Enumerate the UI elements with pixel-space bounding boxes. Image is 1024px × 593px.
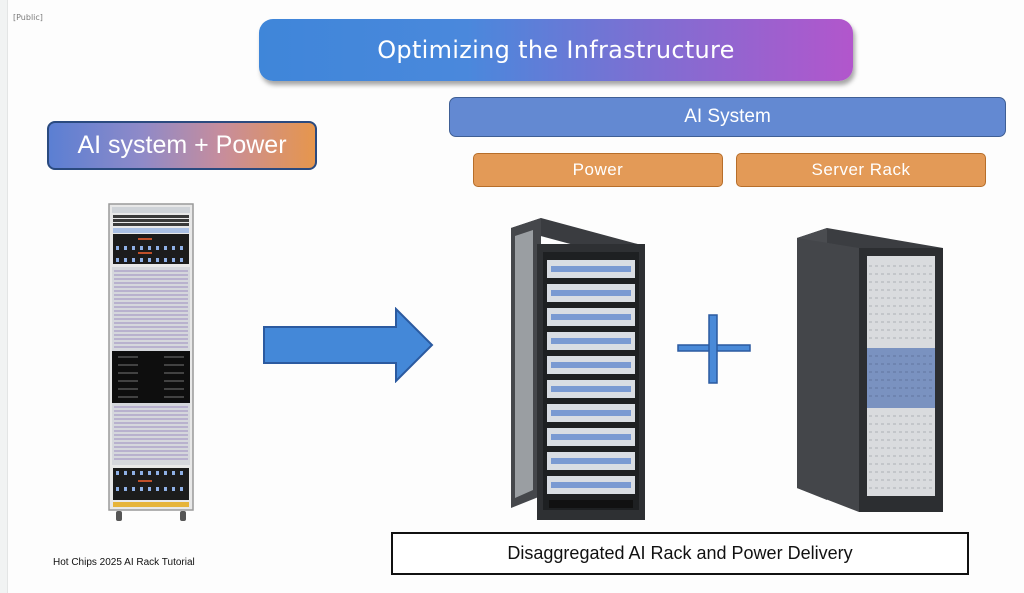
window-left-edge	[0, 0, 8, 593]
slide-title-banner: Optimizing the Infrastructure	[259, 19, 853, 81]
server-rack-component-label: Server Rack	[811, 160, 911, 179]
slide-title: Optimizing the Infrastructure	[377, 36, 735, 64]
ai-system-bar: AI System	[449, 97, 1006, 137]
plus-icon	[677, 314, 751, 384]
power-component-box: Power	[473, 153, 723, 187]
power-component-label: Power	[572, 160, 624, 179]
classification-label: [Public]	[13, 13, 43, 22]
caption-box: Disaggregated AI Rack and Power Delivery	[391, 532, 969, 575]
caption-text: Disaggregated AI Rack and Power Delivery	[507, 543, 853, 563]
ai-system-label: AI System	[684, 106, 771, 127]
power-rack-image	[797, 228, 943, 512]
ai-system-plus-power-label: AI system + Power	[77, 131, 287, 159]
integrated-ai-rack-image	[108, 203, 194, 521]
footer-source-label: Hot Chips 2025 AI Rack Tutorial	[53, 557, 195, 568]
server-rack-component-box: Server Rack	[736, 153, 986, 187]
right-arrow-icon	[263, 307, 434, 383]
ai-system-plus-power-label-box: AI system + Power	[47, 121, 317, 170]
ai-server-rack-image	[511, 218, 645, 520]
